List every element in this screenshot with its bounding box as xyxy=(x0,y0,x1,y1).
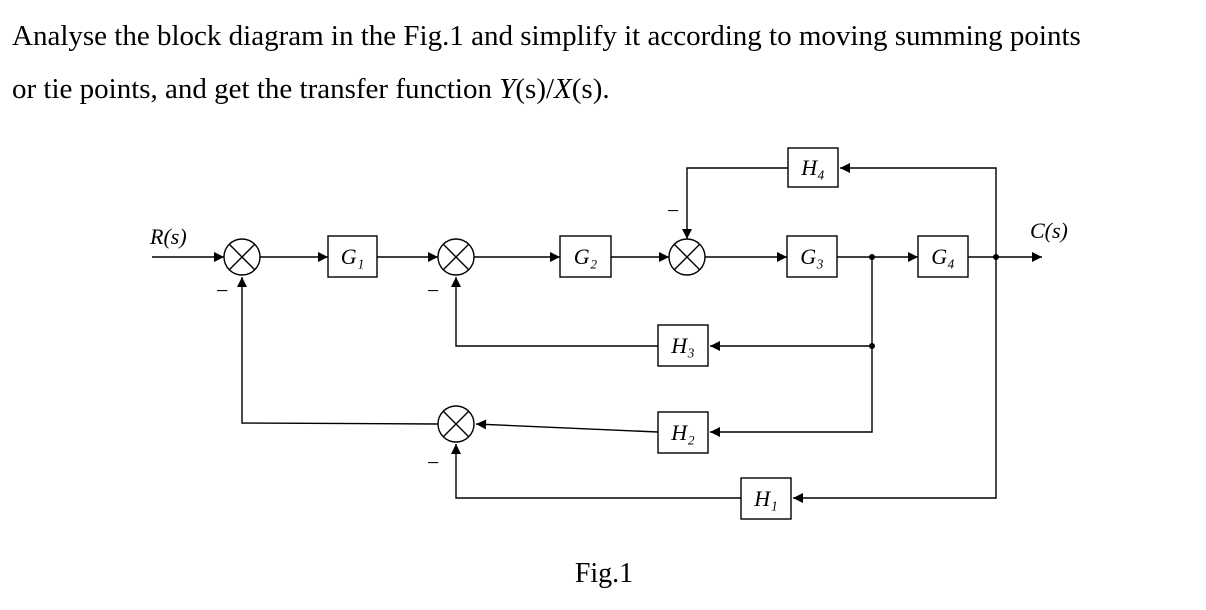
question-line-2-text: or tie points, and get the transfer func… xyxy=(12,73,500,105)
h4-to-sj3-line xyxy=(682,167,788,239)
block-g2-label: G₂ xyxy=(574,244,598,269)
block-h2: H₂ xyxy=(657,411,709,454)
sj4-to-sj1-line xyxy=(237,277,439,425)
formula-y: Y xyxy=(499,73,516,105)
block-g3: G₃ xyxy=(786,235,838,278)
question-line-2: or tie points, and get the transfer func… xyxy=(12,63,1197,116)
block-g4: G₄ xyxy=(917,235,969,278)
summing-junction-1 xyxy=(223,238,261,276)
sj1-minus-sign: − xyxy=(216,278,228,303)
block-h1: H₁ xyxy=(740,477,792,520)
formula-mid: (s)/ xyxy=(515,73,555,105)
h1-to-sj4-line xyxy=(451,444,741,499)
h1-return-line xyxy=(793,257,997,503)
h2-to-sj4-line xyxy=(475,419,659,433)
block-g2: G₂ xyxy=(559,235,612,278)
block-h4-label: H₄ xyxy=(800,155,825,180)
block-h3-label: H₃ xyxy=(670,333,695,358)
figure-caption: Fig.1 xyxy=(575,558,633,589)
block-g4-label: G₄ xyxy=(931,244,955,269)
question-line-1: Analyse the block diagram in the Fig.1 a… xyxy=(12,20,1081,52)
h2-return-line xyxy=(710,346,873,437)
sj4-minus-sign: − xyxy=(427,450,439,475)
block-g1-label: G₁ xyxy=(341,244,365,269)
formula-end: (s). xyxy=(571,73,610,105)
question-text: Analyse the block diagram in the Fig.1 a… xyxy=(12,10,1197,116)
sj3-minus-sign: − xyxy=(667,198,679,223)
summing-junction-4 xyxy=(437,405,475,443)
input-label: R(s) xyxy=(149,224,187,249)
block-g3-label: G₃ xyxy=(800,244,824,269)
h3-to-sj2-line xyxy=(451,277,658,347)
summing-junction-2 xyxy=(437,238,475,276)
h4-return-line xyxy=(840,163,997,257)
sj2-minus-sign: − xyxy=(427,278,439,303)
block-h2-label: H₂ xyxy=(670,420,695,445)
formula-x: X xyxy=(554,73,572,105)
output-label: C(s) xyxy=(1030,218,1068,243)
block-g1: G₁ xyxy=(327,235,378,278)
block-h3: H₃ xyxy=(657,324,709,367)
block-h1-label: H₁ xyxy=(753,486,778,511)
summing-junction-3 xyxy=(668,238,706,276)
block-h4: H₄ xyxy=(787,147,839,188)
